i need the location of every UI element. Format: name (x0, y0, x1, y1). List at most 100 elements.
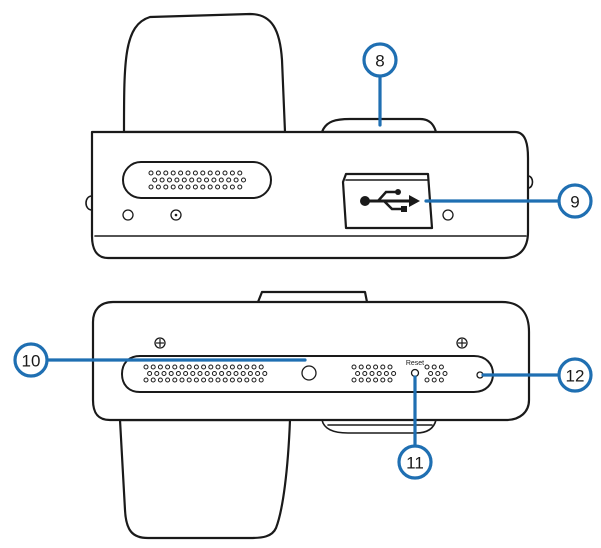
grille-hole (170, 170, 176, 176)
grille-hole (168, 371, 174, 376)
grille-hole (208, 377, 214, 383)
grille-hole (150, 364, 156, 370)
grille-hole (369, 371, 375, 376)
bottom-view: Reset (91, 290, 531, 540)
grille-hole (185, 184, 191, 190)
grille-hole (193, 377, 199, 383)
grille-hole (186, 377, 192, 383)
grille-hole (262, 371, 268, 376)
grille-hole (233, 177, 239, 183)
grille-hole (163, 184, 169, 190)
bottom-screw-left (154, 337, 166, 349)
grille-hole (170, 184, 176, 190)
grille-hole (391, 371, 397, 376)
grille-hole (208, 364, 214, 370)
grille-hole (431, 377, 437, 383)
grille-hole (233, 371, 239, 376)
callout-9-circle (557, 183, 593, 219)
grille-hole (147, 371, 153, 376)
callout-10-label: 10 (22, 352, 41, 371)
grille-hole (211, 177, 217, 183)
grille-hole (196, 177, 202, 183)
grille-hole (152, 177, 158, 183)
grille-hole (189, 177, 195, 183)
grille-hole (192, 184, 198, 190)
grille-hole (376, 371, 382, 376)
grille-hole (148, 184, 154, 190)
grille-hole (172, 364, 178, 370)
grille-hole (172, 377, 178, 383)
bottom-screw-right (456, 337, 468, 349)
grille-hole (383, 371, 389, 376)
grille-hole (179, 364, 185, 370)
usb-icon (360, 189, 420, 212)
top-view (85, 12, 534, 260)
callout-8-circle (362, 42, 398, 78)
grille-hole (215, 377, 221, 383)
grille-hole (351, 364, 357, 370)
grille-hole (181, 177, 187, 183)
grille-hole (438, 377, 444, 383)
reset-label: Reset (406, 360, 424, 367)
grille-hole (229, 184, 235, 190)
grille-hole (362, 371, 368, 376)
top-right-hole (442, 209, 454, 221)
bottom-grille-right-dots (351, 364, 448, 383)
grille-hole (186, 364, 192, 370)
grille-hole (150, 377, 156, 383)
grille-hole (157, 364, 163, 370)
grille-hole (207, 170, 213, 176)
grille-hole (222, 364, 228, 370)
grille-hole (251, 377, 257, 383)
grille-hole (438, 364, 444, 370)
callouts: 8 9 10 11 12 (13, 42, 593, 480)
grille-hole (380, 377, 386, 383)
grille-hole (155, 184, 161, 190)
grille-hole (387, 377, 393, 383)
grille-hole (204, 371, 210, 376)
grille-hole (365, 377, 371, 383)
grille-hole (190, 371, 196, 376)
grille-hole (431, 364, 437, 370)
bottom-grille-left-dots (143, 364, 268, 383)
grille-hole (215, 170, 221, 176)
grille-hole (163, 170, 169, 176)
grille-hole (244, 377, 250, 383)
grille-hole (157, 377, 163, 383)
grille-hole (143, 377, 149, 383)
callout-11-circle (397, 444, 433, 480)
grille-hole (155, 170, 161, 176)
callout-11-label: 11 (406, 454, 424, 473)
callout-12-circle (557, 357, 593, 393)
grille-hole (165, 364, 171, 370)
grille-hole (165, 377, 171, 383)
microphone-hole (301, 365, 317, 381)
grille-hole (355, 371, 361, 376)
grille-hole (185, 170, 191, 176)
grille-hole (201, 377, 207, 383)
grille-hole (143, 364, 149, 370)
grille-hole (247, 371, 253, 376)
grille-hole (258, 377, 264, 383)
grille-hole (222, 184, 228, 190)
grille-hole (219, 371, 225, 376)
top-lens-hole (122, 209, 134, 221)
grille-hole (222, 377, 228, 383)
grille-hole (159, 177, 165, 183)
grille-hole (174, 177, 180, 183)
grille-hole (161, 371, 167, 376)
grille-hole (424, 364, 430, 370)
callout-10-circle (13, 342, 49, 378)
grille-hole (373, 364, 379, 370)
grille-hole (387, 364, 393, 370)
grille-hole (237, 170, 243, 176)
grille-hole (222, 170, 228, 176)
grille-hole (241, 177, 246, 183)
grille-hole (178, 184, 184, 190)
grille-hole (200, 184, 206, 190)
grille-hole (237, 364, 243, 370)
top-left-tab (85, 195, 93, 211)
callout-9-label: 9 (570, 193, 579, 212)
grille-hole (175, 371, 181, 376)
